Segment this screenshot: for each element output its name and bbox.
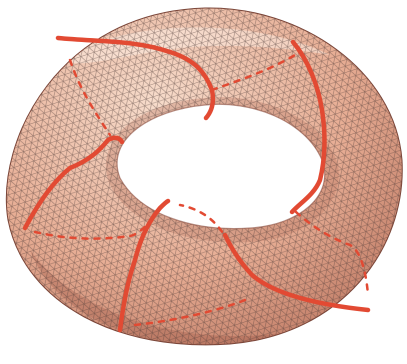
cut-curve-top xyxy=(55,35,216,121)
dashed-curve-1 xyxy=(68,58,112,137)
cut-curve-right xyxy=(289,39,327,215)
cut-curve-lower-mid xyxy=(117,198,171,333)
hole-rim xyxy=(116,103,326,230)
torus-outline xyxy=(5,7,403,346)
dashed-curve-5 xyxy=(294,210,370,297)
cut-curve-left xyxy=(22,135,125,231)
dashed-curve-4 xyxy=(133,298,247,327)
dashed-curve-3 xyxy=(33,210,160,240)
cut-curve-bottom-right xyxy=(222,232,371,313)
dashed-curve-6 xyxy=(178,203,230,244)
cut-curves xyxy=(22,35,371,333)
